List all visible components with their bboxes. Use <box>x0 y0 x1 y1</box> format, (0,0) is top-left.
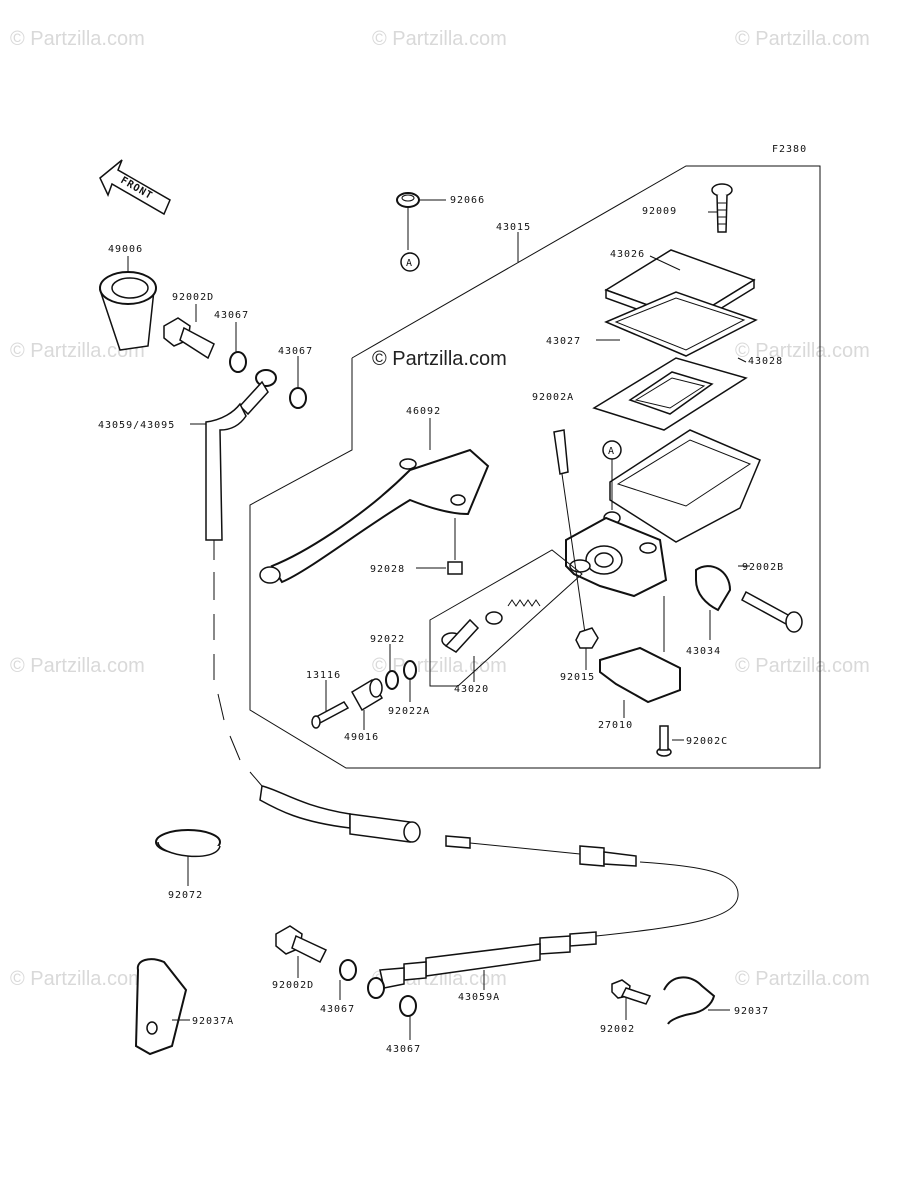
band-92072 <box>155 829 221 858</box>
figure-code: F2380 <box>772 144 807 155</box>
watermark: © Partzilla.com <box>735 968 870 990</box>
part-label: 43026 <box>610 249 645 260</box>
assembly-outline <box>249 165 821 769</box>
part-label: 92066 <box>450 195 485 206</box>
clamp-43034 <box>695 565 732 640</box>
part-label: 43067 <box>320 1004 355 1015</box>
seal-92022 <box>385 670 399 690</box>
screw-92002c <box>656 725 672 757</box>
part-label: 43059A <box>458 992 500 1003</box>
part-label: 92002B <box>742 562 784 573</box>
part-label: 43020 <box>454 684 489 695</box>
watermark: © Partzilla.com <box>10 655 145 677</box>
washer-43067-d <box>399 995 417 1017</box>
ref-circle-a-label: A <box>406 258 413 269</box>
part-label: 92072 <box>168 890 203 901</box>
part-label: 43067 <box>214 310 249 321</box>
watermark: © Partzilla.com <box>735 28 870 50</box>
part-label: 92002C <box>686 736 728 747</box>
brake-hose-lower <box>259 785 739 999</box>
part-label: 43059/43095 <box>98 420 175 431</box>
clamp-92037a <box>134 958 188 1056</box>
nut-92015 <box>575 627 599 649</box>
part-label: 43027 <box>546 336 581 347</box>
part-label: 46092 <box>406 406 441 417</box>
part-label: 43034 <box>686 646 721 657</box>
bolt-92002b <box>741 590 803 633</box>
front-arrow-icon: FRONT <box>99 159 171 216</box>
part-label: 49016 <box>344 732 379 743</box>
bolt-92002 <box>611 979 652 1005</box>
part-label: 92037A <box>192 1016 234 1027</box>
ref-circle-a-2: A <box>602 440 622 510</box>
part-label: 43067 <box>386 1044 421 1055</box>
washer-43067-b <box>289 387 307 409</box>
part-label: 92002 <box>600 1024 635 1035</box>
part-label: 92002D <box>272 980 314 991</box>
brake-hose-upper <box>205 369 277 787</box>
banjo-bolt-92002d-bottom <box>275 925 328 964</box>
master-cylinder-body <box>565 516 668 598</box>
part-label: 43067 <box>278 346 313 357</box>
boot-49016 <box>350 678 384 712</box>
part-label: 92002A <box>532 392 574 403</box>
part-labels: 92066 43015 92009 43026 43027 43028 4900… <box>98 195 784 1055</box>
leader-lines <box>127 199 750 1040</box>
clip-92037 <box>663 976 716 1025</box>
part-label: 92002D <box>172 292 214 303</box>
part-label: 92009 <box>642 206 677 217</box>
bolt-92002a <box>553 429 587 641</box>
part-label: 92037 <box>734 1006 769 1017</box>
pin-92028 <box>447 518 463 575</box>
washer-43067-c <box>339 959 357 981</box>
part-label: 49006 <box>108 244 143 255</box>
watermark: © Partzilla.com <box>10 28 145 50</box>
switch-27010 <box>599 596 681 704</box>
watermark-main: © Partzilla.com <box>372 348 507 370</box>
part-label: 13116 <box>306 670 341 681</box>
part-label: 92022 <box>370 634 405 645</box>
watermark: © Partzilla.com <box>735 655 870 677</box>
watermark: © Partzilla.com <box>10 340 145 362</box>
part-label: 92022A <box>388 706 430 717</box>
pushrod-13116 <box>311 701 350 729</box>
part-label: 27010 <box>598 720 633 731</box>
part-label: 92028 <box>370 564 405 575</box>
watermark: © Partzilla.com <box>735 340 870 362</box>
watermark: © Partzilla.com <box>10 968 145 990</box>
svg-text:A: A <box>608 446 615 457</box>
clutch-lever <box>259 448 490 584</box>
banjo-bolt-92002d-top <box>163 317 215 360</box>
piston-kit <box>429 549 583 687</box>
cap-92066: A <box>396 192 420 272</box>
part-label: 92015 <box>560 672 595 683</box>
part-label: 43015 <box>496 222 531 233</box>
seal-92022a <box>403 660 417 680</box>
reservoir-cover-group <box>592 183 761 543</box>
part-label: 43028 <box>748 356 783 367</box>
washer-43067-a <box>229 351 247 373</box>
cap-49006 <box>98 271 157 351</box>
watermark: © Partzilla.com <box>372 28 507 50</box>
